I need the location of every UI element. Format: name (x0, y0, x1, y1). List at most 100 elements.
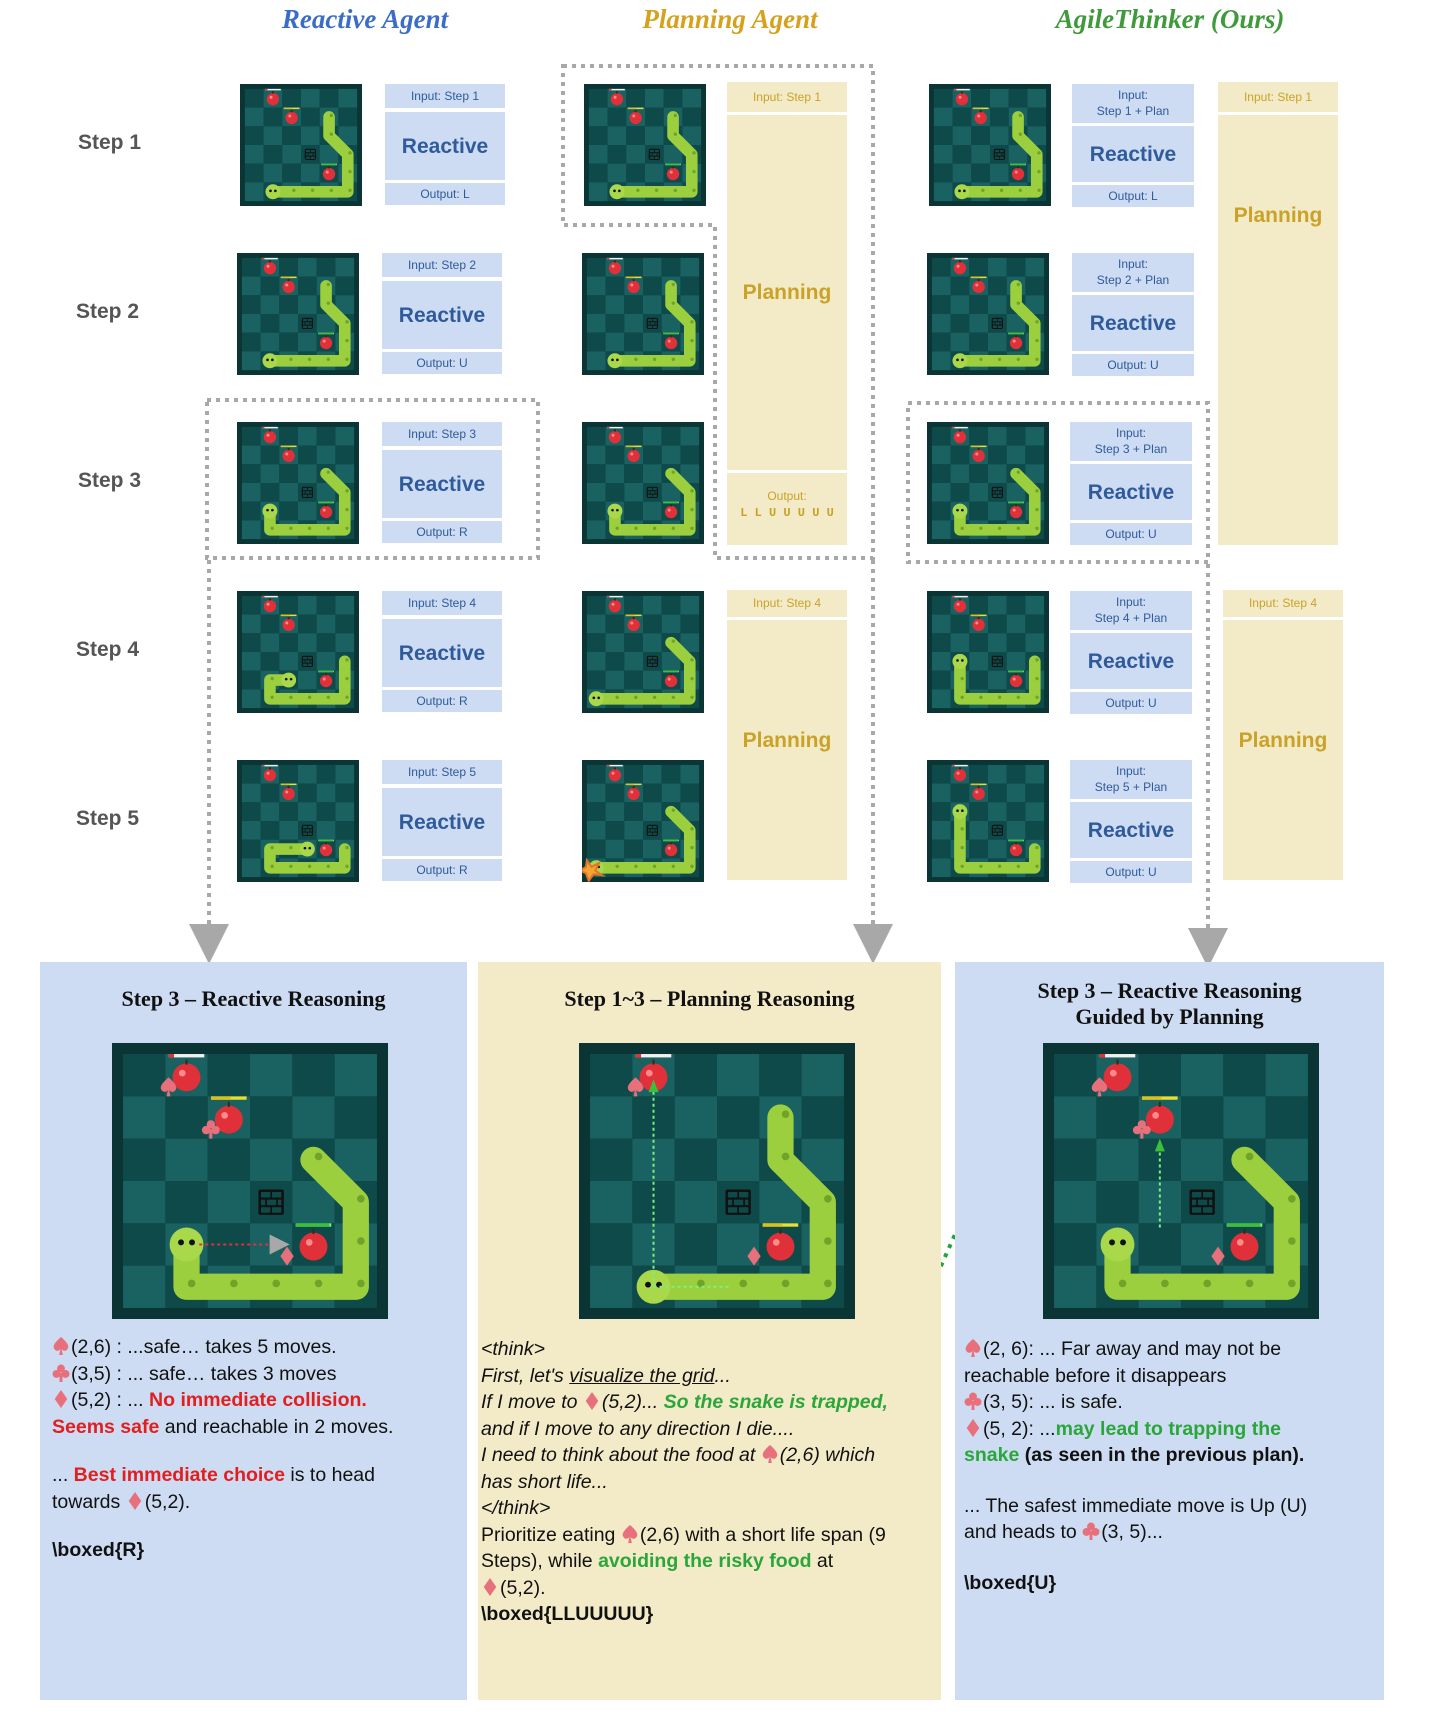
agile-input-box-4 (1070, 591, 1192, 630)
planning-line-9a: Steps), while (481, 1550, 599, 1572)
planning-input-step1-label: Input: Step 1 (752, 89, 822, 104)
agile-reactive-label-1: Reactive (1089, 142, 1177, 166)
reactive-line-3b: No immediate collision. (149, 1389, 367, 1411)
guided-line-4b: may lead to trapping the (1055, 1417, 1281, 1440)
reactive-line-6a: towards (52, 1490, 126, 1513)
reactive-output-label-5: Output: R (416, 862, 468, 877)
agile-input-box-2 (1072, 253, 1194, 292)
planning-answer: \boxed{LLUUUUU} (481, 1603, 654, 1625)
planning-agent-header: Planning Agent (642, 4, 818, 34)
board-planning-step1 (584, 84, 706, 206)
agile-plan-input-step1 (1218, 82, 1338, 112)
step-label-4: Step 4 (76, 638, 140, 661)
agile-input-label-a-5: Input: (1115, 763, 1147, 778)
reactive-line-1: (2,6) : ...safe… takes 5 moves. (71, 1336, 337, 1358)
board-agile-step2 (927, 253, 1049, 375)
agile-plan-input-step4 (1223, 590, 1343, 617)
reactive-input-box-5 (382, 760, 502, 784)
agile-reactive-box-5 (1070, 802, 1192, 858)
reactive-answer: \boxed{R} (52, 1539, 145, 1561)
agile-reactive-label-5: Reactive (1087, 818, 1175, 842)
planning-line-7: </think> (481, 1497, 551, 1519)
agilethinker-header: AgileThinker (Ours) (1055, 4, 1285, 34)
planning-reasoning-text: <think> First, let's visualize the grid.… (481, 1336, 939, 1628)
club-icon (964, 1391, 983, 1413)
agile-reactive-label-3: Reactive (1087, 480, 1175, 504)
reactive-reasoning-text: (2,6) : ...safe… takes 5 moves. (3,5) : … (52, 1334, 464, 1564)
planning-line-2c: ... (714, 1364, 731, 1387)
reactive-input-label-1: Input: Step 1 (410, 88, 480, 103)
reactive-line-5a: ... (52, 1464, 74, 1486)
reactive-line-5b: Best immediate choice (73, 1464, 286, 1486)
agile-output-label-3: Output: U (1105, 526, 1157, 541)
reactive-line-4b: and reachable in 2 moves. (159, 1415, 394, 1438)
planning-line-5a: I need to think about the food at (481, 1444, 761, 1466)
reactive-label-2: Reactive (398, 303, 486, 327)
step-label-3: Step 3 (78, 469, 142, 492)
agile-output-label-4: Output: U (1105, 695, 1157, 710)
agile-input-label-a-1: Input: (1117, 87, 1149, 102)
reactive-line-2: (3,5) : ... safe… takes 3 moves (71, 1362, 337, 1385)
panel-board-guided (1043, 1043, 1319, 1319)
agile-reactive-label-2: Reactive (1089, 311, 1177, 335)
guided-answer: \boxed{U} (964, 1571, 1057, 1594)
diamond-icon (964, 1418, 983, 1440)
agile-output-box-5 (1070, 861, 1192, 883)
reactive-agent-header: Reactive Agent (281, 4, 449, 34)
reactive-line-5c: is to head (285, 1464, 375, 1486)
diamond-icon (126, 1491, 145, 1513)
board-reactive-step3 (237, 422, 359, 544)
reactive-line-6b: (5,2). (144, 1490, 191, 1513)
club-icon (1082, 1521, 1101, 1543)
reactive-input-label-4: Input: Step 4 (407, 595, 477, 610)
club-icon (52, 1363, 71, 1385)
agile-input-box-5 (1070, 760, 1192, 799)
reactive-input-label-3: Input: Step 3 (407, 426, 477, 441)
agile-input-label-b-4: Step 4 + Plan (1094, 610, 1168, 625)
spade-icon (964, 1338, 983, 1360)
reactive-label-4: Reactive (398, 641, 486, 665)
board-planning-step5 (582, 760, 704, 882)
agile-planning-label-1: Planning (1233, 203, 1323, 227)
reactive-output-label-2: Output: U (416, 355, 468, 370)
diamond-icon (52, 1389, 71, 1411)
diamond-icon (481, 1577, 500, 1599)
reactive-box-2 (382, 281, 502, 349)
reactive-output-label-4: Output: R (416, 693, 468, 708)
planning-line-6: has short life... (481, 1470, 608, 1493)
agile-output-label-5: Output: U (1105, 864, 1157, 879)
reactive-line-3a: (5,2) : ... (71, 1389, 150, 1411)
guided-line-3: (3, 5): ... is safe. (983, 1391, 1123, 1413)
agile-planning-box-1 (1218, 115, 1338, 545)
board-reactive-step5 (237, 760, 359, 882)
reactive-label-3: Reactive (398, 472, 486, 496)
step-label-5: Step 5 (76, 807, 140, 830)
agile-reactive-label-4: Reactive (1087, 649, 1175, 673)
agile-output-box-4 (1070, 692, 1192, 714)
planning-label-1: Planning (742, 281, 832, 304)
reactive-input-box-1 (385, 84, 505, 108)
reactive-input-box-4 (382, 591, 502, 615)
guided-reasoning-title-1: Step 3 – Reactive Reasoning (1037, 978, 1302, 1003)
planning-line-3b: (5,2)... (601, 1391, 664, 1413)
reactive-output-box-1 (385, 183, 505, 205)
reactive-reasoning-title: Step 3 – Reactive Reasoning (121, 986, 386, 1011)
guided-line-7a: and heads to (964, 1521, 1083, 1543)
guided-line-2: reachable before it disappears (964, 1364, 1227, 1387)
planning-line-2a: First, let's (481, 1364, 570, 1387)
planning-line-5b: (2,6) which (779, 1444, 876, 1466)
reactive-label-5: Reactive (398, 810, 486, 834)
guided-line-7b: (3, 5)... (1101, 1521, 1163, 1543)
agile-input-label-b-3: Step 3 + Plan (1094, 441, 1168, 456)
agile-input-label-a-3: Input: (1115, 425, 1147, 440)
agile-plan-input-step1-label: Input: Step 1 (1243, 89, 1313, 104)
spade-icon (761, 1444, 780, 1466)
panel-board-reactive (112, 1043, 388, 1319)
planning-line-9c: at (811, 1550, 834, 1572)
planning-label-2: Planning (742, 728, 832, 752)
agile-reactive-box-4 (1070, 633, 1192, 689)
agile-input-box-1 (1072, 84, 1194, 123)
board-agile-step4 (927, 591, 1049, 713)
planning-line-2b: visualize the grid (569, 1364, 715, 1387)
reactive-output-box-2 (382, 352, 502, 374)
